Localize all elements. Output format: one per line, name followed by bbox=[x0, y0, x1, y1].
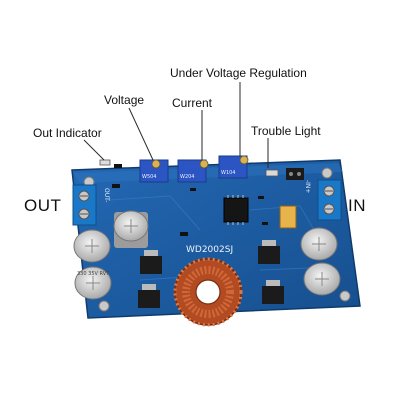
model-marking: WD2002SJ bbox=[186, 245, 233, 255]
smd-components bbox=[112, 184, 268, 236]
under-voltage-regulation-label: Under Voltage Regulation bbox=[170, 66, 307, 80]
mounting-holes bbox=[83, 167, 351, 312]
mosfet bbox=[262, 280, 284, 304]
toroid-inductor bbox=[173, 257, 243, 327]
out-indicator-label: Out Indicator bbox=[33, 126, 102, 140]
pot-marking-1: W504 bbox=[142, 174, 157, 180]
voltage-label: Voltage bbox=[104, 93, 145, 107]
in-terminal-block: -IN+ bbox=[304, 179, 342, 221]
current-label: Current bbox=[172, 96, 213, 110]
pot-marking-3: W104 bbox=[221, 170, 236, 176]
capacitor bbox=[303, 262, 341, 296]
capacitor bbox=[113, 210, 149, 248]
out-terminal-marking: OUT- bbox=[103, 188, 110, 202]
trouble-light-header bbox=[265, 168, 304, 180]
fuse bbox=[279, 205, 297, 229]
out-indicator-led bbox=[99, 159, 122, 168]
potentiometer-voltage: W504 bbox=[139, 159, 169, 183]
controller-ic bbox=[223, 195, 249, 225]
out-label: OUT bbox=[24, 196, 62, 215]
potentiometer-current: W204 bbox=[177, 159, 209, 183]
out-terminal-block: OUT- bbox=[72, 184, 110, 226]
leader-lines bbox=[83, 82, 269, 168]
capacitor bbox=[73, 229, 111, 263]
mosfet bbox=[140, 250, 162, 274]
mosfet bbox=[258, 240, 280, 264]
trouble-light-label: Trouble Light bbox=[251, 124, 321, 138]
capacitor bbox=[300, 227, 338, 261]
potentiometer-under-voltage: W104 bbox=[218, 155, 249, 179]
capacitor-marking: 330 35V RVT bbox=[77, 271, 110, 277]
in-label: IN bbox=[348, 196, 366, 215]
capacitor bbox=[74, 266, 112, 300]
pot-marking-2: W204 bbox=[180, 174, 195, 180]
mosfet bbox=[138, 284, 160, 308]
in-terminal-marking: -IN+ bbox=[304, 180, 311, 193]
